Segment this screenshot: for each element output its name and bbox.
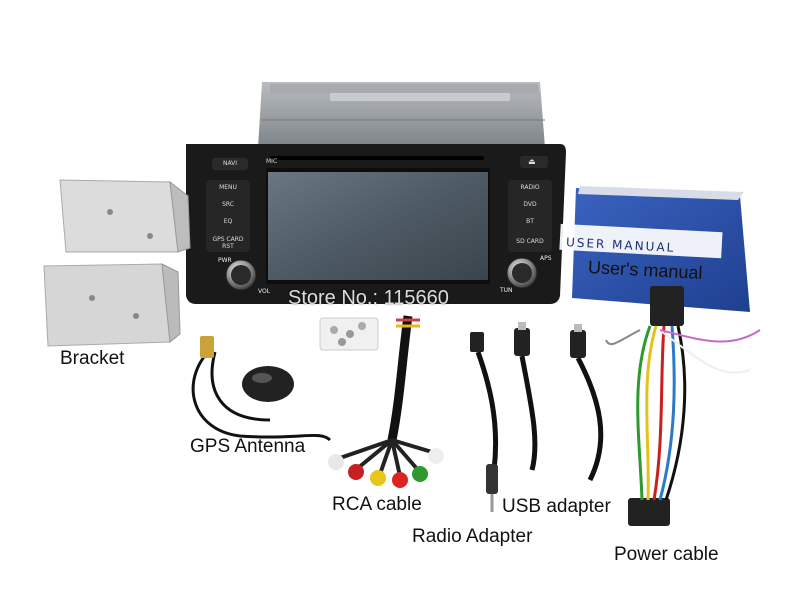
src-button: SRC xyxy=(222,201,234,208)
pwr-label: PWR xyxy=(218,257,232,264)
usb-adapter-label: USB adapter xyxy=(502,496,611,517)
power-cable-label: Power cable xyxy=(614,544,719,565)
radio-adapter-label: Radio Adapter xyxy=(412,526,533,547)
power-harness xyxy=(605,286,761,526)
usb-adapter-cable xyxy=(514,322,604,482)
store-watermark: Store No.: 115660 xyxy=(288,287,449,309)
rca-cable-label: RCA cable xyxy=(332,494,422,515)
sd-card-button: SD CARD xyxy=(516,238,544,245)
mic-label: MIC xyxy=(266,158,278,165)
head-unit-face xyxy=(186,144,566,304)
bt-button: BT xyxy=(526,218,534,225)
bracket-label: Bracket xyxy=(60,348,125,369)
radio-button: RADIO xyxy=(520,184,540,191)
eject-icon: ⏏ xyxy=(528,157,536,166)
dvd-button: DVD xyxy=(523,201,537,208)
vol-label: VOL xyxy=(258,288,271,295)
screws-pack xyxy=(319,317,379,351)
tun-label: TUN xyxy=(500,287,513,294)
gps-card-rst-button: GPS CARD RST xyxy=(212,236,244,250)
navi-button: NAVI xyxy=(222,160,238,167)
head-unit-chassis xyxy=(258,82,545,148)
menu-button: MENU xyxy=(219,184,237,191)
eq-button: EQ xyxy=(223,218,233,225)
gps-antenna xyxy=(191,336,332,442)
user-manual-booklet xyxy=(559,186,750,312)
gps-antenna-label: GPS Antenna xyxy=(190,436,306,457)
rca-cable xyxy=(328,315,444,488)
aps-label: APS xyxy=(540,255,552,262)
mounting-bracket xyxy=(43,179,191,347)
radio-adapter-cable xyxy=(470,332,499,512)
